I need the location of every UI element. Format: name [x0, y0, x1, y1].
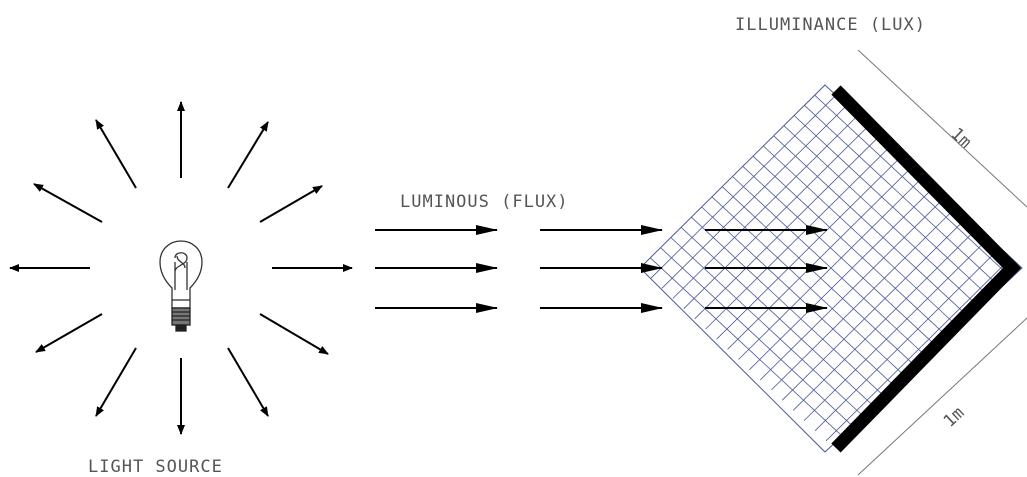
ray-arrow [36, 314, 102, 352]
light-source-label: LIGHT SOURCE [88, 457, 223, 477]
ray-arrow [228, 122, 268, 188]
lower-edge-dimension: 1m [940, 403, 969, 432]
ray-arrow [228, 348, 268, 416]
upper-edge-dimension: 1m [947, 124, 976, 153]
illuminance-label: ILLUMINANCE (LUX) [735, 15, 926, 35]
illuminance-grid [640, 50, 1027, 475]
ray-arrow [96, 348, 136, 416]
ray-arrow [260, 314, 328, 354]
ray-arrow [260, 186, 322, 222]
ray-arrow [34, 184, 102, 222]
radiating-rays [10, 102, 352, 434]
light-bulb-icon [160, 241, 202, 331]
ray-arrow [96, 120, 136, 188]
luminous-flux-label: LUMINOUS (FLUX) [400, 192, 569, 212]
